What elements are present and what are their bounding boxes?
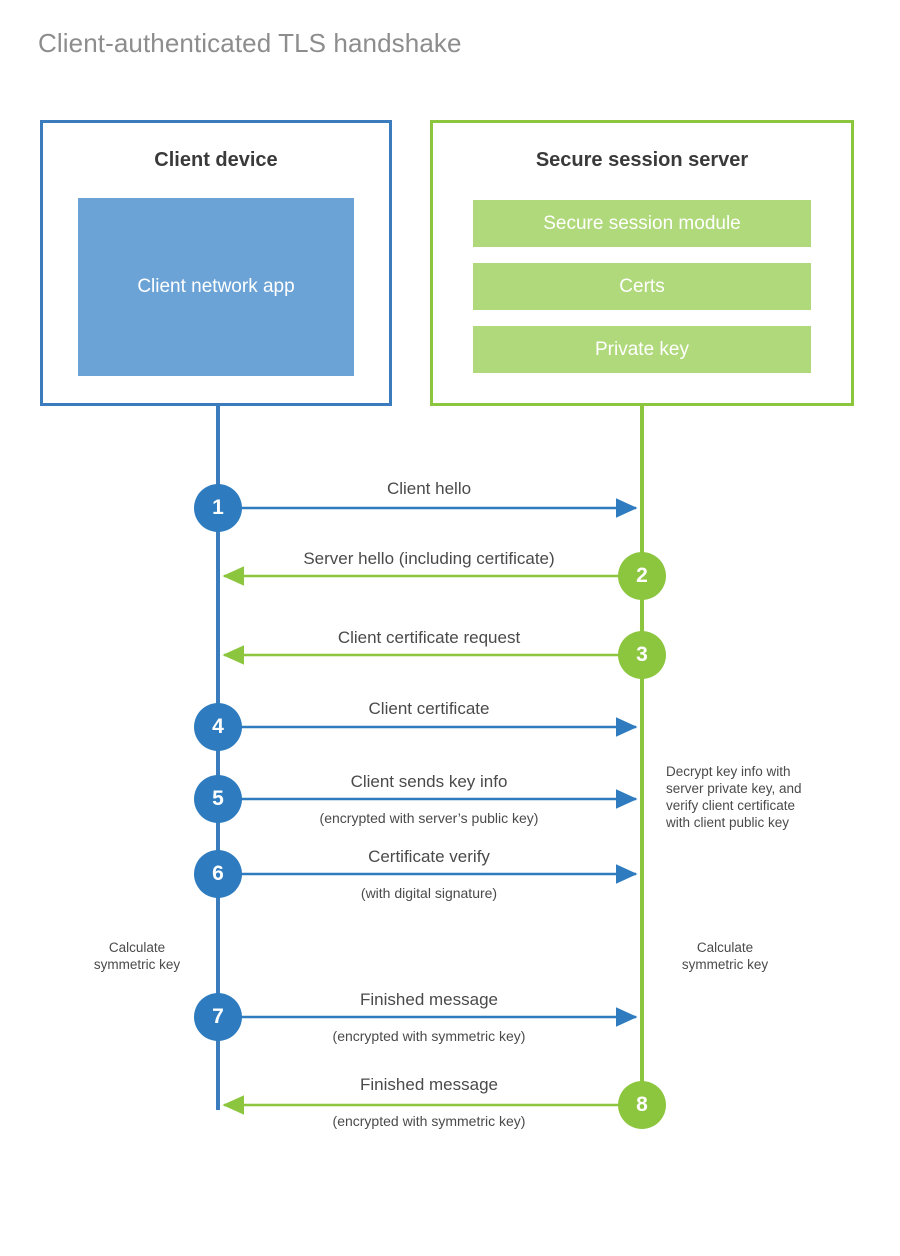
- note-server-decrypt-line-2: server private key, and: [666, 781, 802, 796]
- secure-session-server-title: Secure session server: [535, 149, 749, 171]
- note-client-calculate-symmetric-key: Calculate symmetric key: [47, 939, 227, 973]
- step-circle-3[interactable]: 3: [618, 631, 666, 679]
- server-block-certs: Certs: [473, 263, 811, 310]
- message-sublabel-7: (encrypted with symmetric key): [332, 1028, 526, 1044]
- step-circle-1[interactable]: 1: [194, 484, 242, 532]
- step-circle-6[interactable]: 6: [194, 850, 242, 898]
- note-client-calculate-line-1: Calculate: [108, 940, 166, 955]
- client-device-title: Client device: [154, 149, 278, 171]
- note-server-calculate-line-1: Calculate: [696, 940, 754, 955]
- message-label-6: Certificate verify: [368, 847, 490, 866]
- secure-session-server-box: Secure session server Secure session mod…: [430, 120, 854, 406]
- message-sublabel-5: (encrypted with server’s public key): [319, 810, 539, 826]
- server-block-secure-session-module: Secure session module: [473, 200, 811, 247]
- message-label-3: Client certificate request: [337, 628, 521, 647]
- message-label-5: Client sends key info: [350, 772, 508, 791]
- step-circle-5[interactable]: 5: [194, 775, 242, 823]
- note-server-decrypt-line-4: with client public key: [666, 815, 790, 830]
- note-server-decrypt-line-1: Decrypt key info with: [666, 764, 791, 779]
- message-sublabel-6: (with digital signature): [360, 885, 498, 901]
- page-title: Client-authenticated TLS handshake: [38, 28, 462, 58]
- note-client-calculate-line-2: symmetric key: [93, 957, 181, 972]
- step-circle-4[interactable]: 4: [194, 703, 242, 751]
- note-server-decrypt: Decrypt key info with server private key…: [666, 763, 841, 831]
- note-server-calculate-line-2: symmetric key: [681, 957, 769, 972]
- step-circle-8[interactable]: 8: [618, 1081, 666, 1129]
- step-circle-2[interactable]: 2: [618, 552, 666, 600]
- message-label-4: Client certificate: [368, 699, 490, 718]
- step-circle-7[interactable]: 7: [194, 993, 242, 1041]
- message-label-7: Finished message: [360, 990, 498, 1009]
- message-label-1: Client hello: [386, 479, 472, 498]
- note-server-decrypt-line-3: verify client certificate: [666, 798, 796, 813]
- client-network-app-block: Client network app: [78, 198, 354, 376]
- message-label-2: Server hello (including certificate): [303, 549, 555, 568]
- message-label-8: Finished message: [360, 1075, 498, 1094]
- server-block-private-key: Private key: [473, 326, 811, 373]
- note-server-calculate-symmetric-key: Calculate symmetric key: [635, 939, 815, 973]
- client-device-box: Client device Client network app: [40, 120, 392, 406]
- message-sublabel-8: (encrypted with symmetric key): [332, 1113, 526, 1129]
